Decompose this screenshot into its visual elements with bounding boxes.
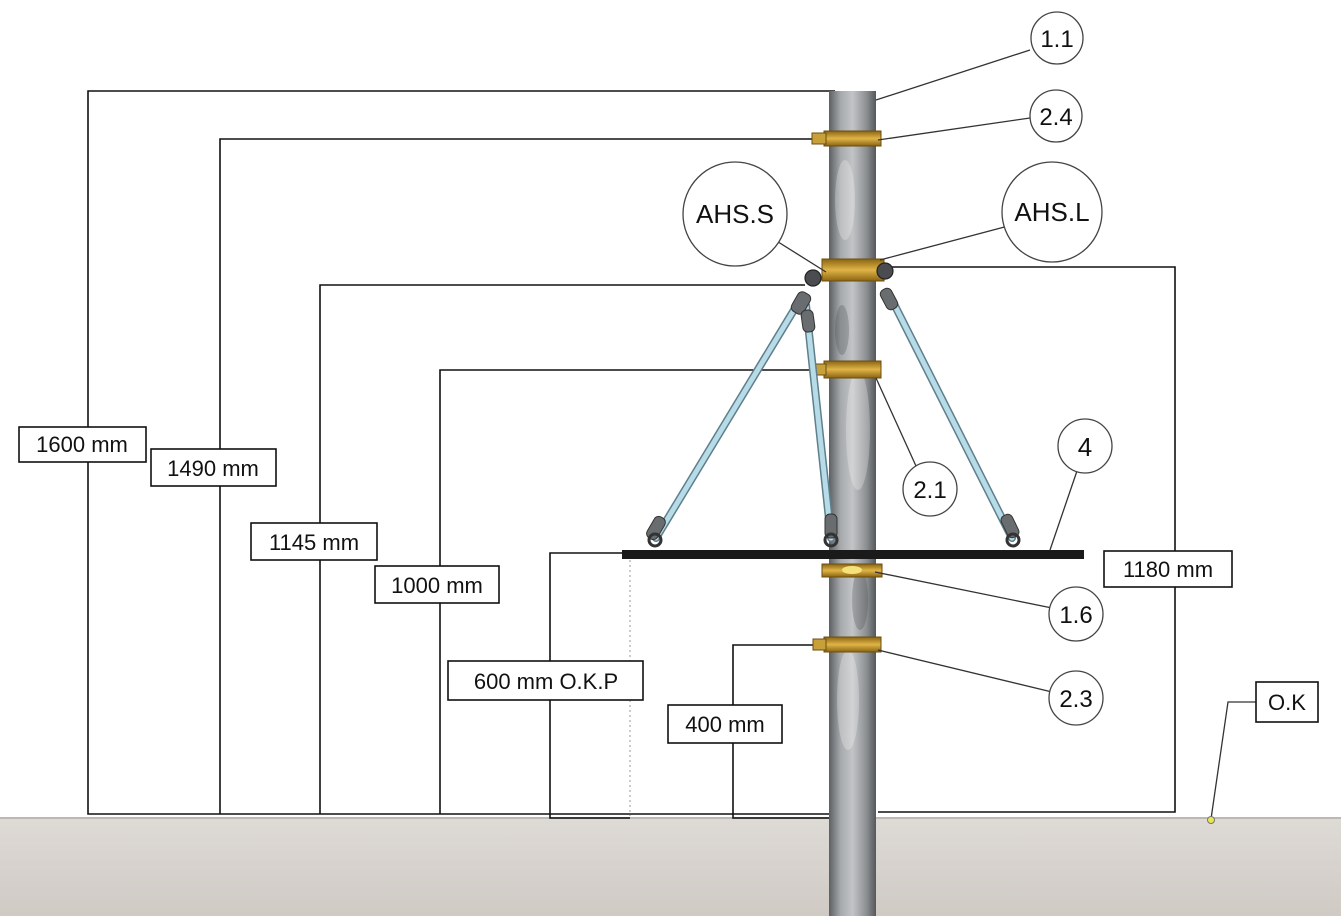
leader-1-1 (875, 49, 1031, 101)
plate (622, 550, 1084, 559)
callout-2-3: 2.3 (1059, 686, 1092, 713)
callouts: 1.1 2.4 AHS.S AHS.L 4 2.1 1.6 2.3 (682, 11, 1113, 726)
dim-label-400: 400 mm (685, 712, 764, 737)
leader-2-1 (875, 377, 917, 467)
clamp-2-1 (813, 360, 882, 379)
dim-line-1180 (878, 266, 1176, 813)
callout-ahs-l: AHS.L (1014, 197, 1089, 227)
callout-2-1: 2.1 (913, 477, 946, 504)
leader-lines (774, 49, 1256, 824)
dim-line-1490 (219, 138, 812, 814)
callout-ahs-s: AHS.S (696, 199, 774, 229)
ground-marker (1207, 816, 1215, 824)
leader-ok (1210, 701, 1256, 820)
dim-label-1600: 1600 mm (36, 432, 128, 457)
leader-ahs-l (879, 224, 1013, 261)
dimension-labels: 1600 mm 1490 mm 1145 mm 1000 mm 600 mm O… (18, 426, 1319, 744)
dim-label-1490: 1490 mm (167, 456, 259, 481)
clamp-2-4 (811, 130, 882, 147)
ground-surface (0, 818, 1341, 916)
pole (829, 91, 876, 916)
clamp-2-3 (812, 636, 882, 653)
leader-ahs-s (774, 239, 827, 273)
pole-texture (835, 160, 870, 750)
leader-1-6 (874, 571, 1053, 609)
dim-line-1000 (439, 369, 825, 814)
dim-label-600: 600 mm O.K.P (474, 669, 618, 694)
callout-1-1: 1.1 (1040, 26, 1073, 53)
leader-4 (1049, 467, 1079, 551)
dim-label-1145: 1145 mm (269, 530, 359, 555)
clamp-1-6 (821, 563, 883, 578)
dim-line-1145 (319, 284, 805, 814)
dim-label-1180: 1180 mm (1123, 557, 1213, 582)
ground-label-ok: O.K (1268, 690, 1306, 715)
callout-4: 4 (1078, 432, 1092, 462)
support-rods (652, 288, 1016, 542)
callout-1-6: 1.6 (1059, 602, 1092, 629)
rod-fittings (646, 287, 1021, 548)
leader-2-3 (877, 649, 1053, 693)
callout-2-4: 2.4 (1039, 104, 1072, 131)
dim-label-1000: 1000 mm (391, 573, 483, 598)
leader-2-4 (877, 117, 1031, 141)
clamp-ahs (804, 258, 894, 287)
